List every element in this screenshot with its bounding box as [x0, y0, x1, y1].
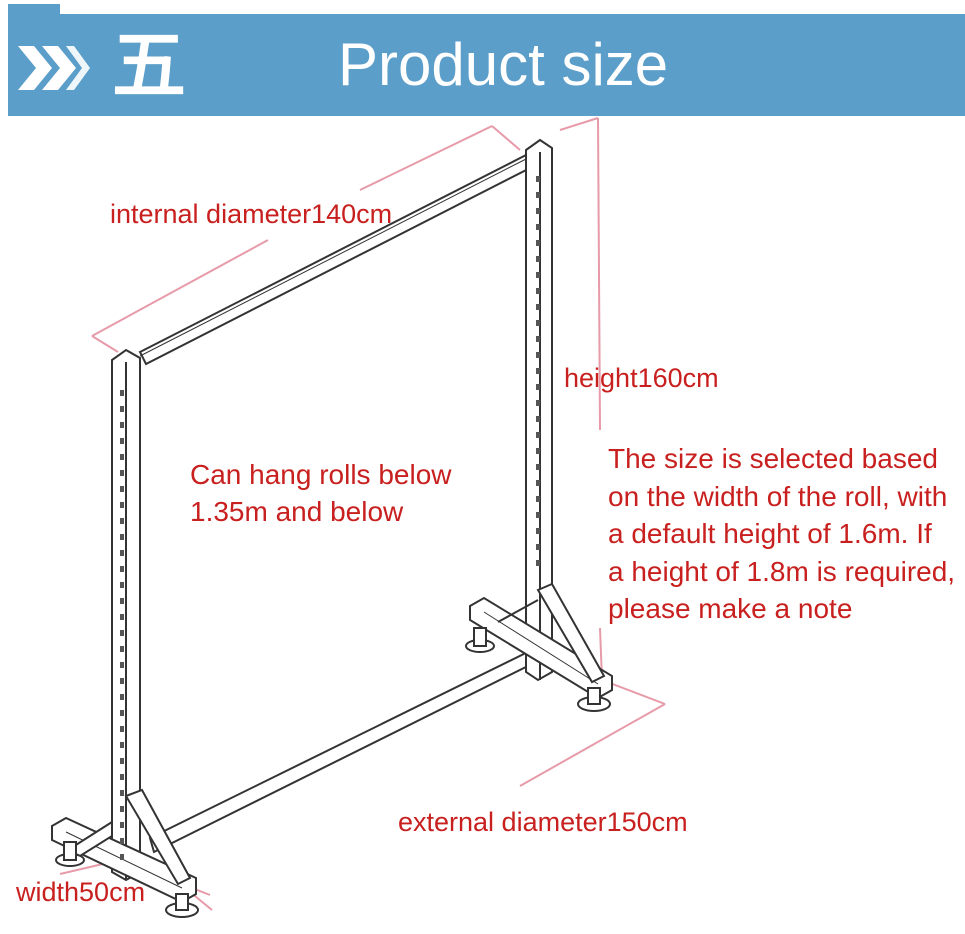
capacity-note: Can hang rolls below 1.35m and below [190, 456, 452, 530]
size-note-line: The size is selected based [608, 443, 938, 474]
capacity-note-line: 1.35m and below [190, 496, 404, 527]
size-note-line: a default height of 1.6m. If [608, 518, 932, 549]
size-note-line: on the width of the roll, with [608, 480, 948, 512]
page-title: Product size [338, 31, 669, 98]
size-note-line: please make a note [608, 593, 853, 624]
width-label: width50cm [16, 877, 146, 907]
header-banner: 五 Product size [8, 14, 965, 116]
height-label: height160cm [564, 363, 719, 393]
size-note-line: a height of 1.8m is required, [608, 555, 956, 587]
external-diameter-label: external diameter150cm [398, 807, 688, 837]
post-holes [120, 176, 540, 860]
capacity-note-line: Can hang rolls below [190, 459, 452, 490]
section-number-glyph: 五 [112, 23, 186, 109]
size-selection-note: The size is selected based on the width … [608, 440, 955, 628]
internal-diameter-label: internal diameter140cm [110, 199, 393, 229]
double-chevron-right-icon [18, 46, 90, 90]
